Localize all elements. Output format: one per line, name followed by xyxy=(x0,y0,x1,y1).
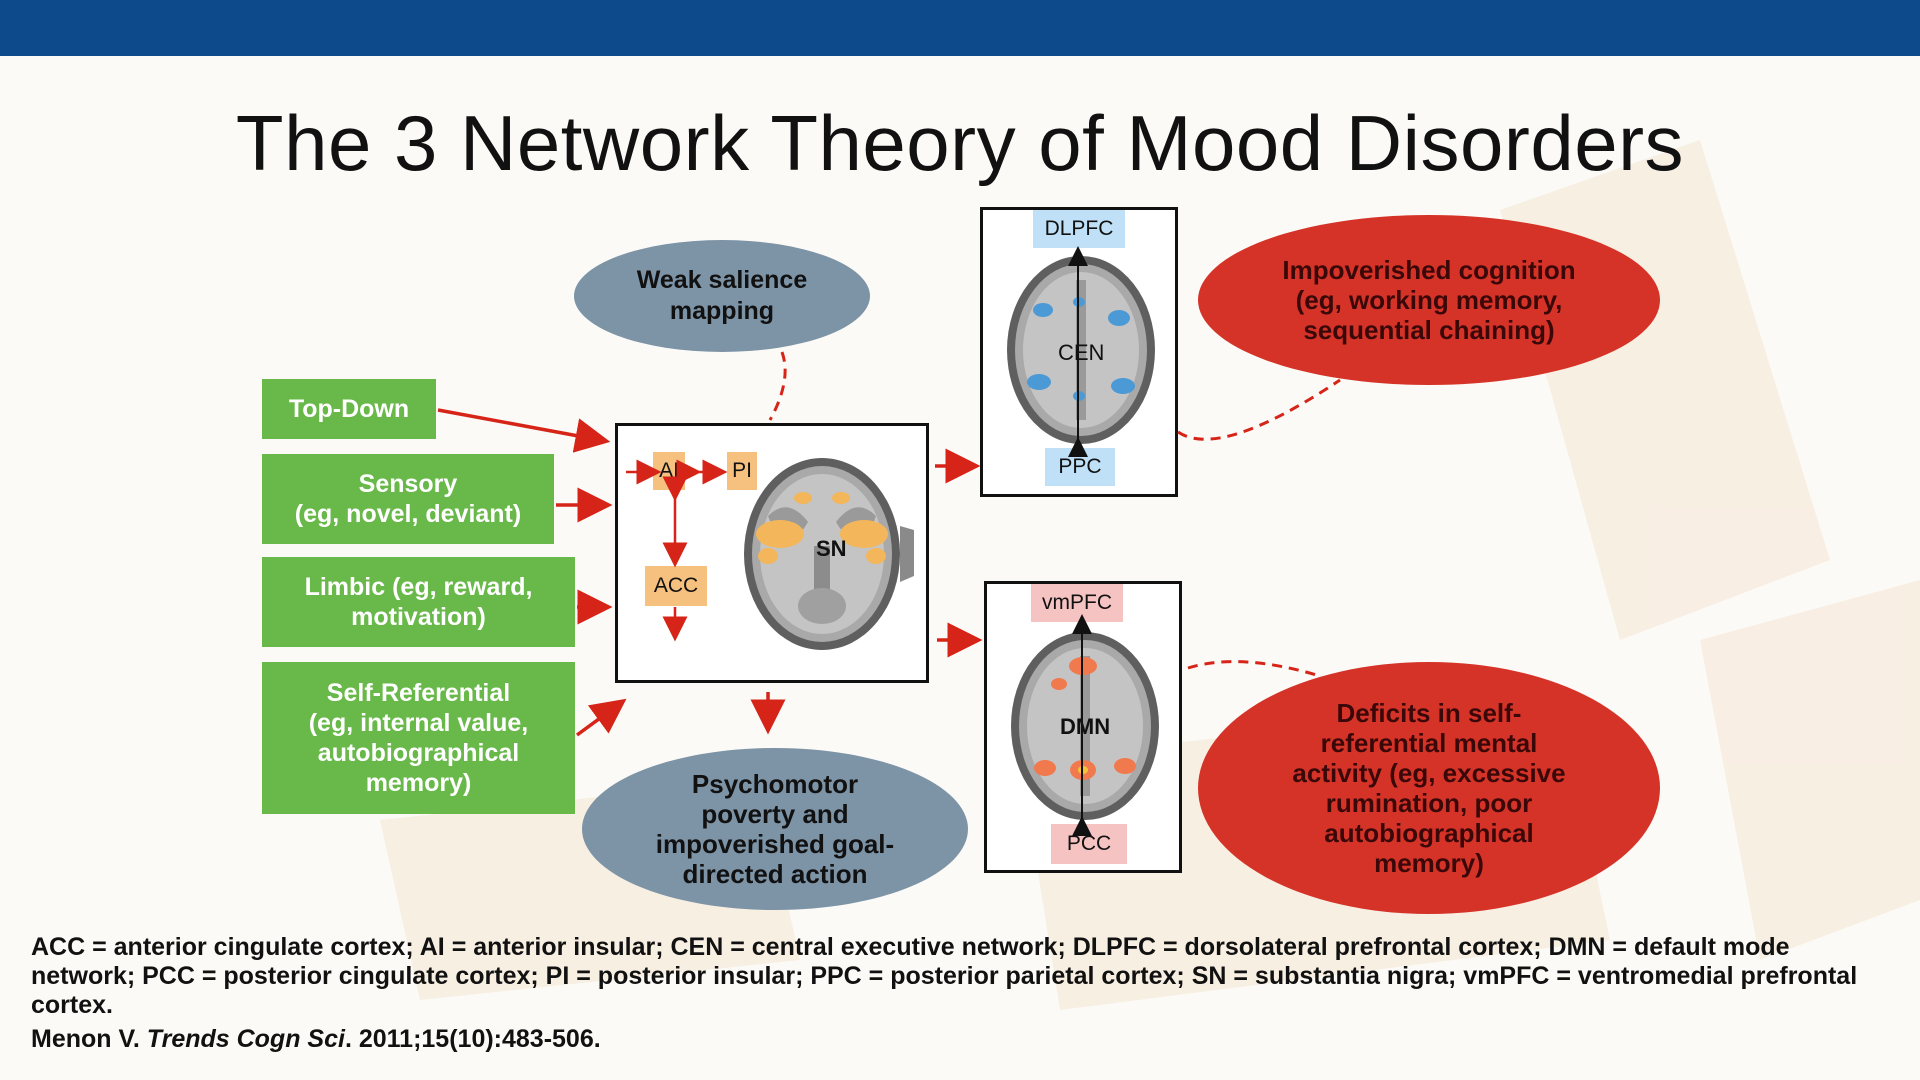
weak-salience-ellipse: Weak salience mapping xyxy=(574,240,870,352)
limbic-box: Limbic (eg, reward, motivation) xyxy=(262,557,575,647)
self-ref-line-2: (eg, internal value, xyxy=(308,709,529,737)
psychomotor-ellipse: Psychomotor poverty and impoverished goa… xyxy=(582,748,968,910)
dashed-weak-salience xyxy=(768,351,787,421)
deficit-line-6: memory) xyxy=(1374,848,1484,878)
sn-brain-image xyxy=(744,458,914,650)
dlpfc-label: DLPFC xyxy=(1033,210,1125,248)
sn-label: SN xyxy=(816,536,847,561)
deficit-line-3: activity (eg, excessive xyxy=(1292,758,1566,788)
citation: Menon V. Trends Cogn Sci. 2011;15(10):48… xyxy=(31,1025,601,1054)
self-ref-line-4: memory) xyxy=(365,769,472,797)
deficit-line-5: autobiographical xyxy=(1324,818,1534,848)
weak-salience-line-1: Weak salience xyxy=(636,266,808,294)
cognition-line-2: (eg, working memory, xyxy=(1295,285,1563,315)
top-down-box: Top-Down xyxy=(262,379,436,439)
cognition-line-1: Impoverished cognition xyxy=(1282,255,1576,285)
acc-label: ACC xyxy=(645,566,707,606)
citation-journal: Trends Cogn Sci xyxy=(146,1025,345,1053)
cognition-line-3: sequential chaining) xyxy=(1303,315,1555,345)
pi-label: PI xyxy=(727,452,757,490)
ppc-label: PPC xyxy=(1045,448,1115,486)
citation-author: Menon V. xyxy=(31,1025,147,1053)
psychomotor-line-2: poverty and xyxy=(701,799,849,829)
deficit-line-2: referential mental xyxy=(1320,728,1538,758)
weak-salience-line-2: mapping xyxy=(669,297,775,325)
sensory-box: Sensory (eg, novel, deviant) xyxy=(262,454,554,544)
psychomotor-line-3: impoverished goal- xyxy=(655,829,895,859)
deficit-line-1: Deficits in self- xyxy=(1336,698,1522,728)
header-bar xyxy=(0,0,1920,56)
sensory-line-1: Sensory xyxy=(358,470,458,498)
citation-details: . 2011;15(10):483-506. xyxy=(344,1025,601,1053)
slide-title: The 3 Network Theory of Mood Disorders xyxy=(235,99,1685,187)
top-down-label: Top-Down xyxy=(288,395,410,423)
dashed-cognition xyxy=(1177,378,1341,441)
limbic-line-1: Limbic (eg, reward, xyxy=(304,573,533,601)
psychomotor-line-1: Psychomotor xyxy=(691,769,859,799)
self-referential-deficit-ellipse: Deficits in self- referential mental act… xyxy=(1198,662,1660,914)
self-ref-line-3: autobiographical xyxy=(317,739,520,767)
dashed-deficit xyxy=(1187,660,1321,678)
self-referential-box: Self-Referential (eg, internal value, au… xyxy=(262,662,575,814)
deficit-line-4: rumination, poor xyxy=(1325,788,1533,818)
limbic-line-2: motivation) xyxy=(351,603,486,631)
self-ref-line-1: Self-Referential xyxy=(326,679,511,707)
abbreviation-legend: ACC = anterior cingulate cortex; AI = an… xyxy=(31,933,1858,1019)
impoverished-cognition-ellipse: Impoverished cognition (eg, working memo… xyxy=(1198,215,1660,385)
psychomotor-line-4: directed action xyxy=(682,859,868,889)
arrow-self-referential xyxy=(575,698,627,737)
sensory-line-2: (eg, novel, deviant) xyxy=(294,500,522,528)
arrow-top-down xyxy=(437,408,611,453)
